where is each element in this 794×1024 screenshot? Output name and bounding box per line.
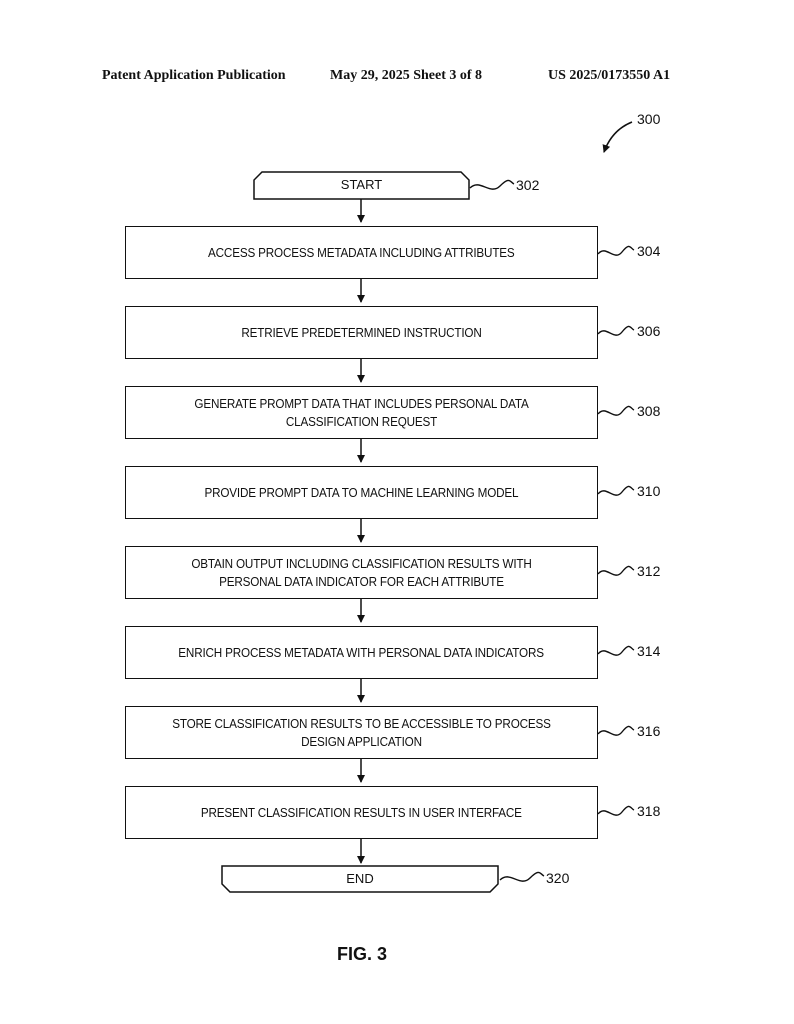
end-terminal — [221, 865, 499, 893]
end-label: END — [346, 871, 374, 886]
figure-ref-arrow — [602, 121, 633, 153]
step-310-text: PROVIDE PROMPT DATA TO MACHINE LEARNING … — [204, 484, 519, 500]
step-318-text: PRESENT CLASSIFICATION RESULTS IN USER I… — [201, 804, 522, 820]
header-publication-type: Patent Application Publication — [102, 68, 286, 83]
step-306-ref: 306 — [637, 323, 661, 339]
step-310-box: PROVIDE PROMPT DATA TO MACHINE LEARNING … — [125, 466, 598, 519]
step-312-ref: 312 — [637, 563, 661, 579]
header-publication-number: US 2025/0173550 A1 — [548, 68, 671, 83]
step-314-ref: 314 — [637, 643, 661, 659]
step-304-text: ACCESS PROCESS METADATA INCLUDING ATTRIB… — [208, 244, 515, 260]
end-ref: 320 — [546, 870, 570, 886]
figure-caption: FIG. 3 — [336, 944, 387, 964]
step-304-ref: 304 — [637, 243, 661, 259]
step-312-box: OBTAIN OUTPUT INCLUDING CLASSIFICATION R… — [125, 546, 598, 599]
step-306-text: RETRIEVE PREDETERMINED INSTRUCTION — [241, 324, 482, 340]
figure-reference-number: 300 — [637, 111, 661, 127]
step-310-ref: 310 — [637, 483, 661, 499]
start-terminal — [253, 171, 470, 200]
step-308-box: GENERATE PROMPT DATA THAT INCLUDES PERSO… — [125, 386, 598, 439]
reference-leaders — [469, 179, 635, 882]
header-date-sheet: May 29, 2025 Sheet 3 of 8 — [330, 68, 483, 83]
step-306-box: RETRIEVE PREDETERMINED INSTRUCTION — [125, 306, 598, 359]
step-308-text: GENERATE PROMPT DATA THAT INCLUDES PERSO… — [194, 395, 529, 429]
step-318-ref: 318 — [637, 803, 661, 819]
step-316-box: STORE CLASSIFICATION RESULTS TO BE ACCES… — [125, 706, 598, 759]
step-318-box: PRESENT CLASSIFICATION RESULTS IN USER I… — [125, 786, 598, 839]
step-316-ref: 316 — [637, 723, 661, 739]
step-314-text: ENRICH PROCESS METADATA WITH PERSONAL DA… — [178, 644, 545, 660]
step-314-box: ENRICH PROCESS METADATA WITH PERSONAL DA… — [125, 626, 598, 679]
step-304-box: ACCESS PROCESS METADATA INCLUDING ATTRIB… — [125, 226, 598, 279]
start-ref: 302 — [516, 177, 540, 193]
start-label: START — [340, 177, 383, 192]
step-316-text: STORE CLASSIFICATION RESULTS TO BE ACCES… — [172, 715, 551, 749]
step-312-text: OBTAIN OUTPUT INCLUDING CLASSIFICATION R… — [191, 555, 532, 589]
step-308-ref: 308 — [637, 403, 661, 419]
